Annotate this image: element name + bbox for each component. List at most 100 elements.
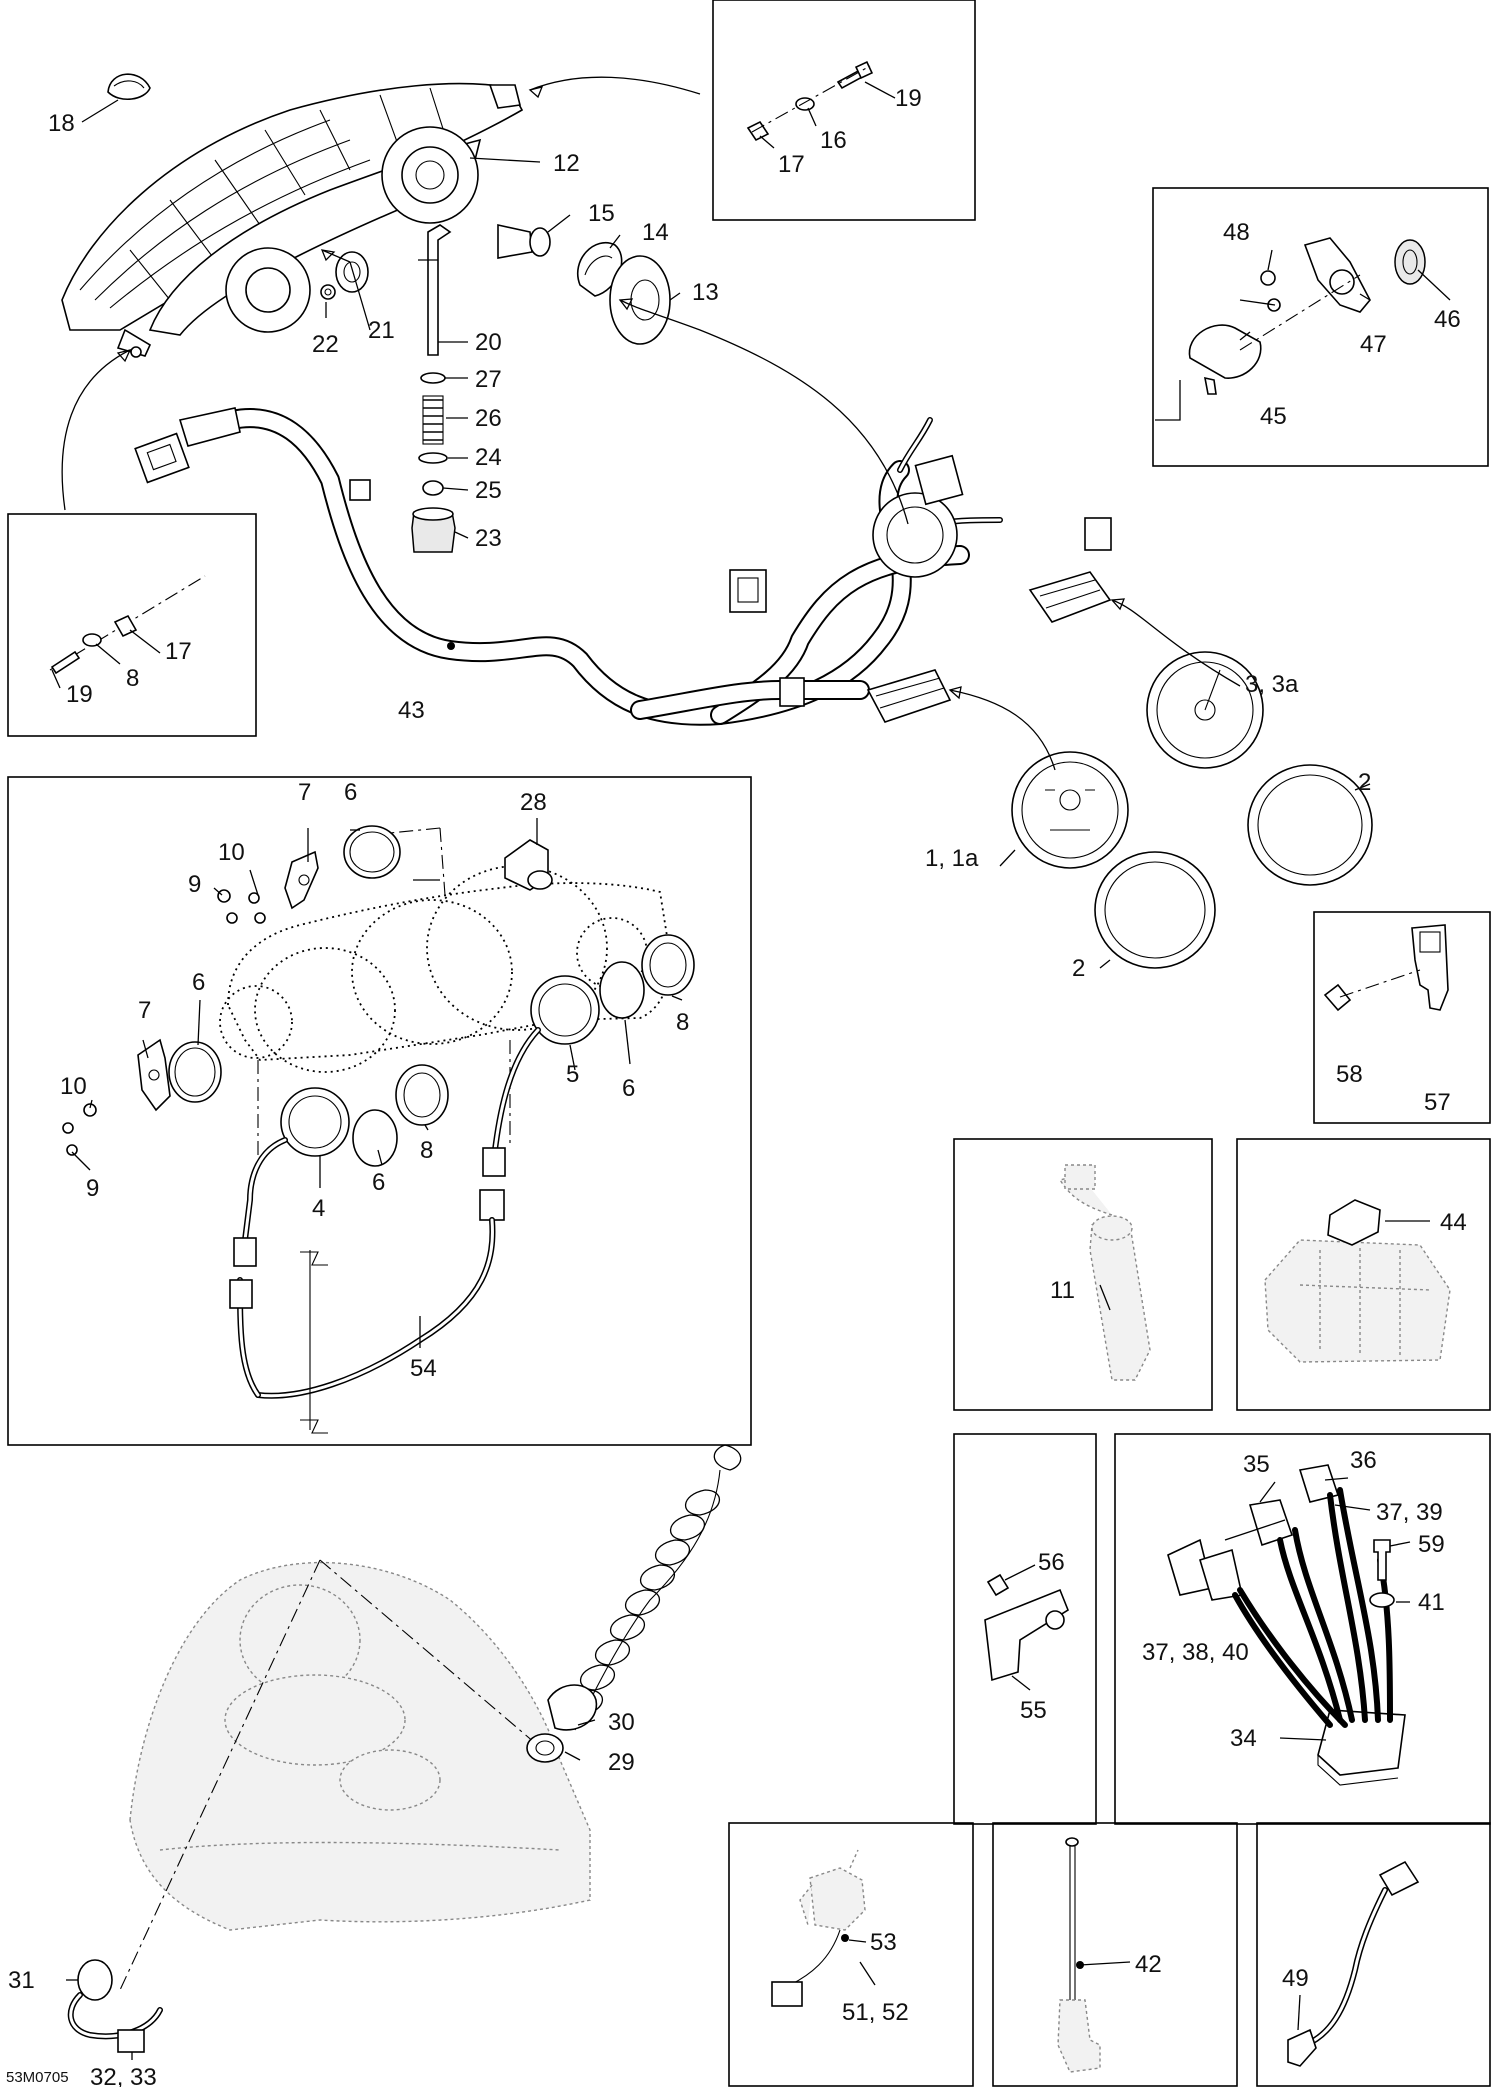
callout-7-upper: 7 — [298, 779, 311, 806]
fuel-sensor-parts — [1058, 1164, 1151, 1381]
callout-19-left: 19 — [66, 681, 93, 708]
rectifier-34 — [1317, 1709, 1406, 1776]
callout-6-mid: 6 — [372, 1169, 385, 1196]
screw-19-left — [50, 650, 81, 675]
callout-1: 1, 1a — [925, 845, 979, 872]
connector-gauge-3 — [1028, 571, 1112, 623]
callout-24: 24 — [475, 444, 502, 471]
callout-46: 46 — [1434, 306, 1461, 333]
callout-54: 54 — [410, 1355, 437, 1382]
panel-screw-detail-top — [712, 0, 976, 221]
headlight-assembly — [61, 82, 524, 358]
connector-32 — [117, 2029, 145, 2053]
callout-48: 48 — [1223, 219, 1250, 246]
callout-23: 23 — [475, 525, 502, 552]
panel-fuse-box — [1236, 1138, 1491, 1411]
panel-screw-detail-left — [7, 513, 257, 737]
callout-15: 15 — [588, 200, 615, 227]
callout-34: 34 — [1230, 1725, 1257, 1752]
leader-lines — [51, 76, 1451, 2060]
bulb-15 — [497, 224, 533, 259]
bolt-59 — [1373, 1539, 1391, 1581]
callout-30: 30 — [608, 1709, 635, 1736]
callout-9-lower: 9 — [86, 1175, 99, 1202]
connector-gauge-1 — [866, 669, 952, 723]
panel-sensor-53 — [728, 1822, 974, 2087]
callout-6-left: 6 — [192, 969, 205, 996]
sensor-probe-49 — [1287, 2028, 1317, 2067]
callout-47: 47 — [1360, 331, 1387, 358]
nut-48 — [1260, 270, 1276, 286]
callout-8-mid: 8 — [420, 1137, 433, 1164]
callout-26: 26 — [475, 405, 502, 432]
panel-frames — [7, 0, 1491, 2087]
ring-2-right — [1247, 764, 1373, 886]
callout-42: 42 — [1135, 1951, 1162, 1978]
washer-24 — [418, 452, 448, 464]
callout-4: 4 — [312, 1195, 325, 1222]
callout-3: 3, 3a — [1245, 671, 1299, 698]
seal-6-mid — [352, 1109, 398, 1167]
callout-8-left: 8 — [126, 665, 139, 692]
hood-and-tether — [67, 1444, 742, 2053]
callout-12: 12 — [553, 150, 580, 177]
connector-35 — [1248, 1499, 1294, 1547]
panel-sensor-42 — [992, 1822, 1238, 2087]
seal-6-right — [599, 961, 645, 1019]
relay-45 — [1188, 324, 1262, 379]
callout-2-lower: 2 — [1072, 955, 1085, 982]
grommet-21 — [335, 251, 369, 293]
callout-27: 27 — [475, 366, 502, 393]
callout-20: 20 — [475, 329, 502, 356]
bracket-7-lower — [137, 1038, 171, 1112]
ring-2-lower — [1094, 851, 1216, 969]
callout-6-right: 6 — [622, 1075, 635, 1102]
callout-45: 45 — [1260, 403, 1287, 430]
callout-10-upper: 10 — [218, 839, 245, 866]
seal-6-left — [168, 1041, 222, 1103]
callout-31: 31 — [8, 1967, 35, 1994]
screw-56 — [986, 1573, 1010, 1597]
washer-41 — [1369, 1592, 1395, 1608]
callout-44: 44 — [1440, 1209, 1467, 1236]
harness-clamp-ring — [872, 492, 958, 578]
callout-13: 13 — [692, 279, 719, 306]
callout-36: 36 — [1350, 1447, 1377, 1474]
panel-bracket-55 — [953, 1433, 1097, 1825]
sensor-53 — [809, 1867, 866, 1931]
callout-11: 11 — [1050, 1277, 1075, 1304]
seal-6-upper — [343, 825, 401, 879]
switch-31 — [77, 1959, 113, 2001]
callout-57: 57 — [1424, 1089, 1451, 1116]
callout-43: 43 — [398, 697, 425, 724]
callout-29: 29 — [608, 1749, 635, 1776]
clip-18 — [107, 73, 151, 100]
callout-7-lower: 7 — [138, 997, 151, 1024]
bracket-57 — [1411, 924, 1449, 1011]
fuel-sensor-11 — [1089, 1224, 1151, 1381]
callout-2-right: 2 — [1358, 769, 1371, 796]
callout-51-52: 51, 52 — [842, 1999, 909, 2026]
callout-22: 22 — [312, 331, 339, 358]
connector-49 — [1378, 1860, 1420, 1897]
callout-49: 49 — [1282, 1965, 1309, 1992]
washer-27 — [420, 372, 446, 384]
sensor-42 — [1057, 1999, 1101, 2073]
panel-fuel-sensor — [953, 1138, 1213, 1411]
fuse-box — [1264, 1239, 1451, 1363]
panel-bracket-57 — [1313, 911, 1491, 1124]
panel-rectifier — [1114, 1433, 1491, 1825]
callout-10-lower: 10 — [60, 1073, 87, 1100]
adjuster-rod-20 — [427, 224, 452, 356]
retainer-14 — [577, 242, 623, 297]
callout-55: 55 — [1020, 1697, 1047, 1724]
bracket-55 — [984, 1588, 1069, 1682]
connector-mid — [729, 569, 767, 613]
main-harness-43 — [222, 408, 1003, 726]
gauge-5 — [530, 975, 600, 1045]
gauge-cluster-parts — [62, 825, 695, 1434]
callout-labels: 19 16 17 18 12 15 14 13 21 22 20 27 26 2… — [6, 85, 1467, 2087]
headlight-small-parts — [107, 73, 671, 553]
bracket-7-upper — [284, 850, 319, 910]
